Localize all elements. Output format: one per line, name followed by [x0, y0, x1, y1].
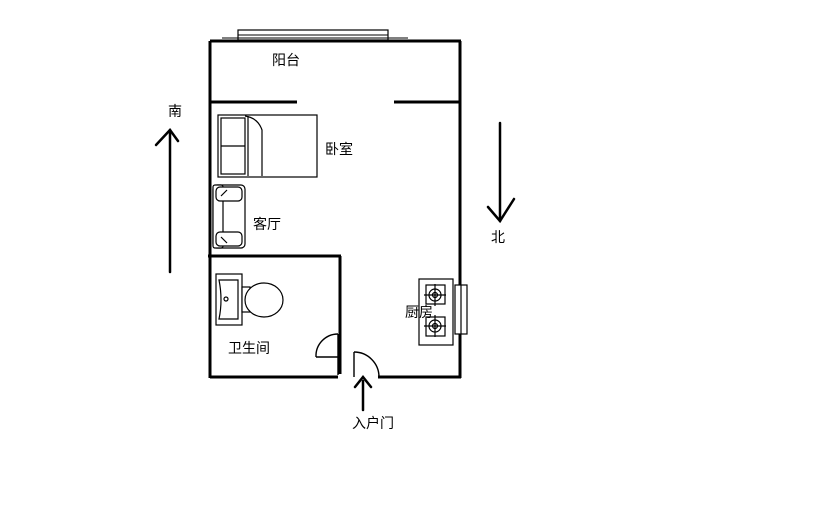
entrance-label: 入户门 [352, 416, 394, 432]
bed [217, 114, 318, 178]
south-arrow [154, 128, 180, 274]
toilet [241, 282, 284, 318]
bathroom-door [315, 333, 339, 375]
balcony-window [222, 29, 408, 41]
north-arrow [486, 121, 516, 224]
entrance-door [353, 351, 380, 378]
kitchen-window [454, 284, 468, 335]
living-room-label: 客厅 [253, 217, 281, 233]
bathroom-walls [208, 254, 342, 374]
balcony-label: 阳台 [272, 53, 300, 69]
kitchen-label: 厨房 [405, 305, 433, 321]
north-label: 北 [491, 230, 505, 246]
entrance-arrow [353, 374, 373, 412]
bathroom-sink [215, 273, 243, 326]
sofa [212, 184, 246, 249]
bathroom-label: 卫生间 [228, 341, 270, 357]
south-label: 南 [168, 104, 182, 120]
stove [418, 278, 454, 346]
bedroom-label: 卧室 [325, 142, 353, 158]
